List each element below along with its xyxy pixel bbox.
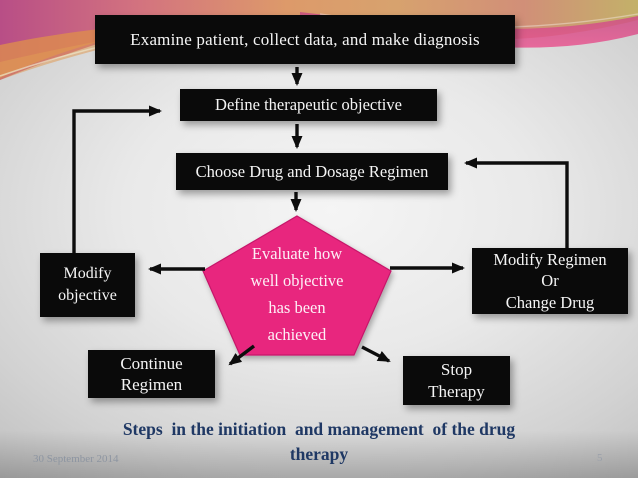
define-objective-box: Define therapeutic objective: [180, 89, 437, 121]
stop-therapy-box: Stop Therapy: [403, 356, 510, 405]
examine-patient-box: Examine patient, collect data, and make …: [95, 15, 515, 64]
page-number: 5: [597, 452, 603, 464]
continue-regimen-label: Continue Regimen: [120, 353, 183, 394]
choose-drug-dosage-box: Choose Drug and Dosage Regimen: [176, 153, 448, 190]
evaluate-pentagon-label: Evaluate how well objective has been ach…: [250, 244, 344, 344]
modify-regimen-label: Modify Regimen Or Change Drug: [493, 249, 607, 312]
choose-drug-dosage-label: Choose Drug and Dosage Regimen: [195, 161, 429, 181]
continue-regimen-box: Continue Regimen: [88, 350, 215, 398]
arrow-loop-modify-regimen-to-choose: [464, 157, 569, 248]
modify-objective-label: Modify objective: [58, 265, 117, 304]
stop-therapy-label: Stop Therapy: [428, 360, 485, 401]
slide-date: 30 September 2014: [33, 453, 119, 465]
arrow-pentagon-to-stop-therapy: [361, 345, 391, 363]
slide-caption: Steps in the initiation and management o…: [122, 419, 516, 464]
modify-objective-box: Modify objective: [40, 253, 135, 317]
examine-patient-label: Examine patient, collect data, and make …: [130, 29, 480, 49]
arrow-pentagon-to-continue-regimen: [228, 344, 256, 366]
modify-regimen-box: Modify Regimen Or Change Drug: [472, 248, 628, 314]
define-objective-label: Define therapeutic objective: [215, 95, 402, 114]
arrow-loop-modify-objective-to-define: [72, 105, 162, 253]
